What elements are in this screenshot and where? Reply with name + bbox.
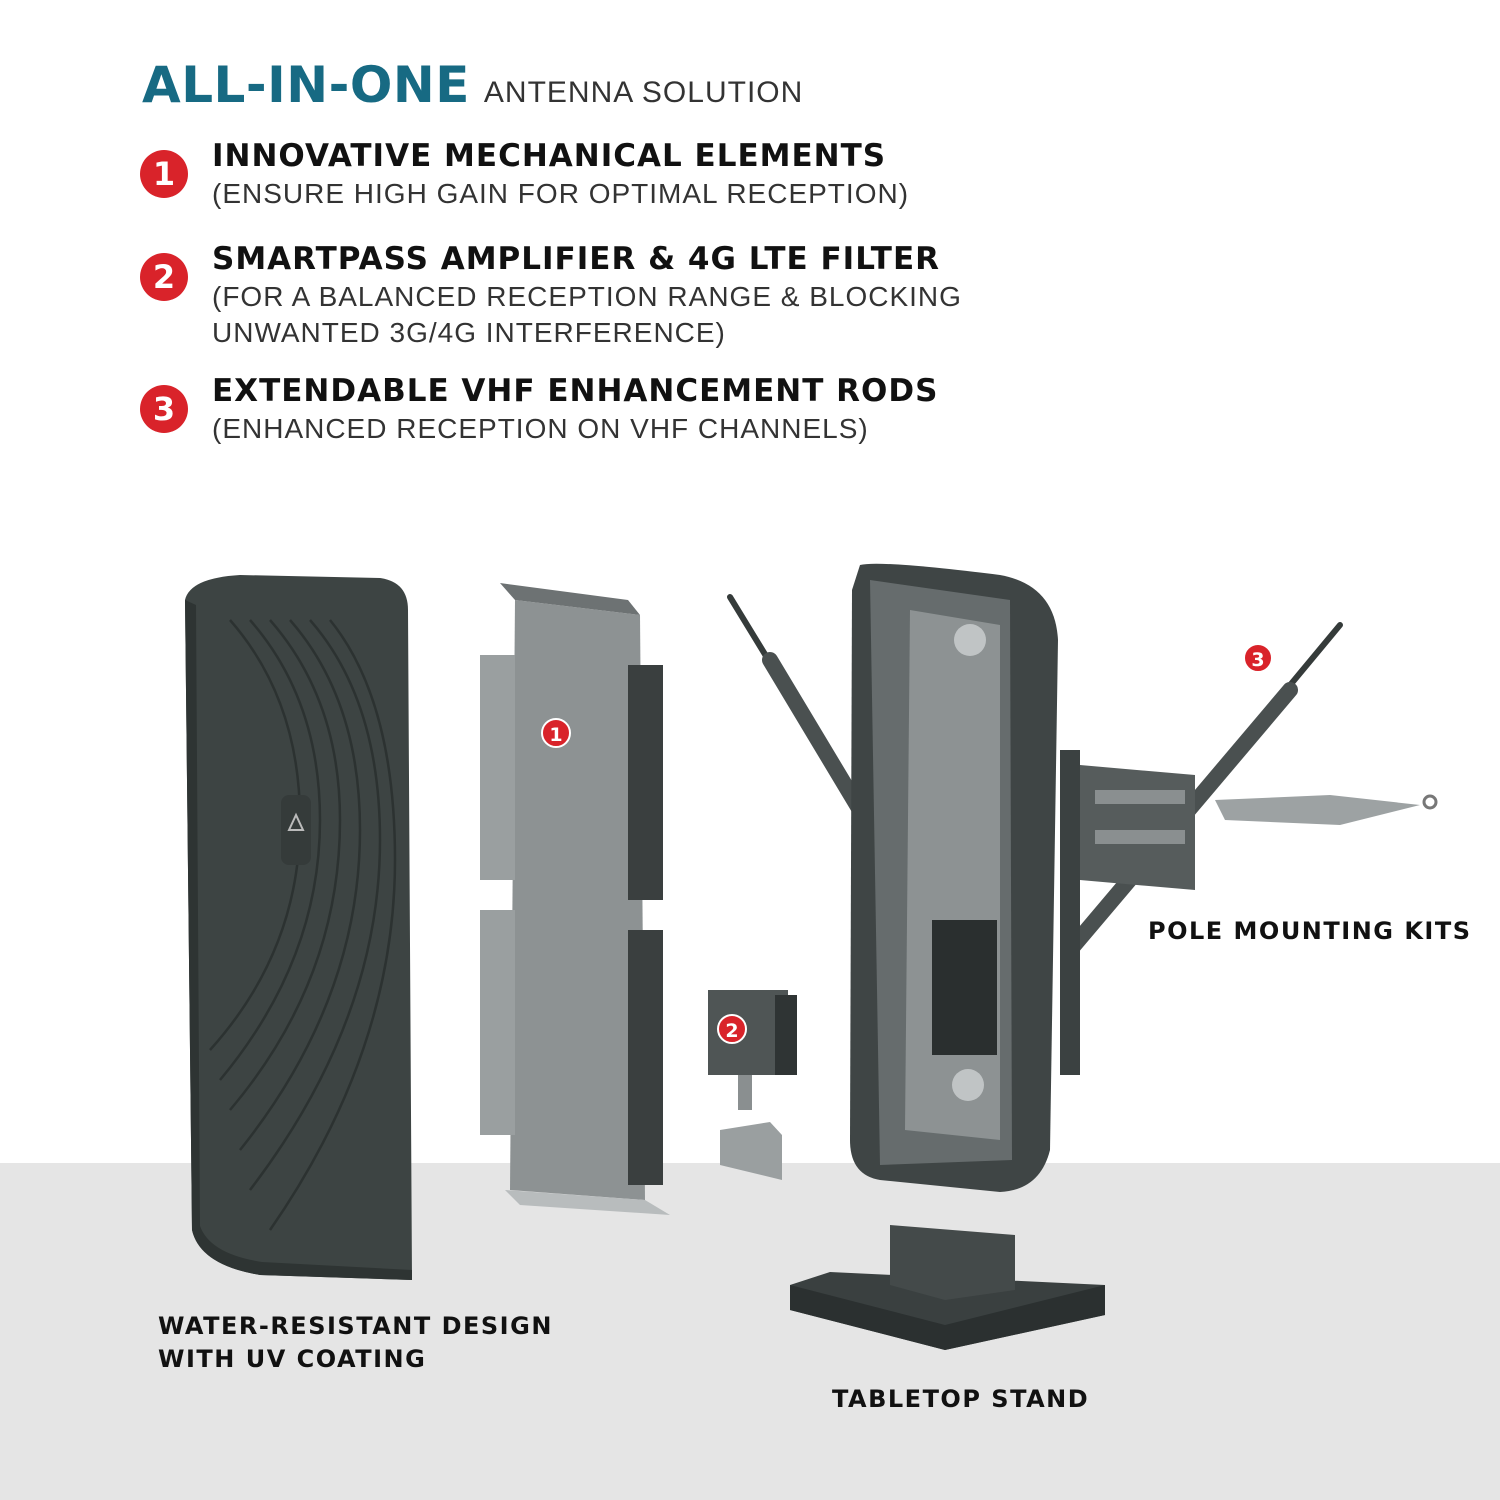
title-bold: ALL-IN-ONE [142, 56, 470, 114]
number-badge: 2 [140, 253, 188, 301]
rear-housing [850, 563, 1058, 1192]
metal-reflector [480, 583, 670, 1215]
feature-sub: (ENHANCED RECEPTION ON VHF CHANNELS) [212, 413, 869, 444]
feature-heading: SMARTPASS AMPLIFIER & 4G LTE FILTER [212, 241, 941, 277]
pole-mount [1060, 750, 1438, 1075]
title-light: ANTENNA SOLUTION [483, 76, 804, 109]
feature-sub: (FOR A BALANCED RECEPTION RANGE & BLOCKI… [212, 281, 962, 312]
number-badge: 1 [140, 150, 188, 198]
feature-sub-2: UNWANTED 3G/4G INTERFERENCE) [212, 317, 726, 348]
feature-sub: (ENSURE HIGH GAIN FOR OPTIMAL RECEPTION) [212, 178, 910, 209]
page-title: ALL-IN-ONE ANTENNA SOLUTION [142, 56, 803, 114]
label-water-resistant-2: WITH UV COATING [158, 1345, 427, 1373]
marker-2: 2 [717, 1014, 747, 1044]
label-water-resistant-1: WATER-RESISTANT DESIGN [158, 1312, 553, 1340]
label-pole-mounting-kits: POLE MOUNTING KITS [1148, 917, 1472, 945]
number-badge: 3 [140, 385, 188, 433]
marker-1: 1 [541, 718, 571, 748]
feature-heading: EXTENDABLE VHF ENHANCEMENT RODS [212, 373, 939, 409]
label-tabletop-stand: TABLETOP STAND [832, 1385, 1090, 1413]
tabletop-stand [790, 1225, 1105, 1350]
front-cover [185, 575, 412, 1280]
marker-3: 3 [1243, 643, 1273, 673]
feature-heading: INNOVATIVE MECHANICAL ELEMENTS [212, 138, 887, 174]
amplifier-module [708, 990, 797, 1180]
